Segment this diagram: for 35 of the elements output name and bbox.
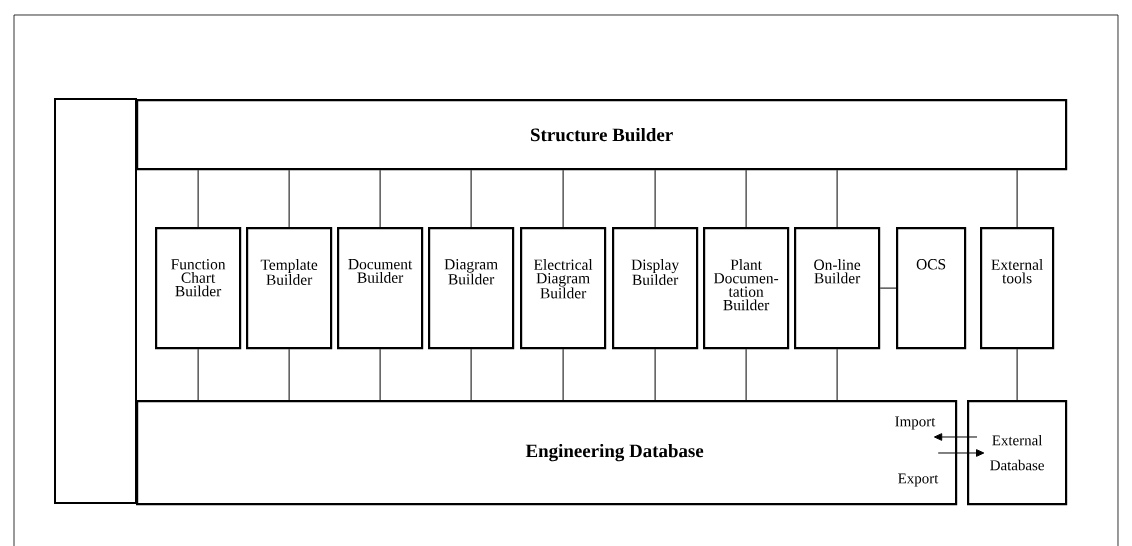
connector xyxy=(836,348,838,401)
connector xyxy=(745,169,747,228)
connector xyxy=(288,348,290,401)
tool-box: Display Builder xyxy=(612,227,699,350)
connector xyxy=(836,169,838,228)
tool-box: Template Builder xyxy=(246,227,333,350)
connector xyxy=(197,169,199,228)
connector xyxy=(470,169,472,228)
connector xyxy=(288,169,290,228)
connector xyxy=(1016,169,1018,228)
connector xyxy=(745,348,747,401)
connector xyxy=(937,449,985,457)
edge-label: Import xyxy=(893,415,937,431)
connector xyxy=(1016,348,1018,401)
connector xyxy=(933,433,978,441)
builder-box: Structure Builder xyxy=(136,99,1068,171)
tool-box: Diagram Builder xyxy=(428,227,515,350)
connector xyxy=(197,348,199,401)
connector xyxy=(562,169,564,228)
edge-label: Export xyxy=(896,472,940,488)
database-box: External Database xyxy=(967,400,1068,506)
connector xyxy=(879,287,897,289)
tool-box: Plant Documen- tation Builder xyxy=(703,227,790,350)
connector xyxy=(654,348,656,401)
tool-box: OCS xyxy=(896,227,967,350)
tool-box: Function Chart Builder xyxy=(155,227,242,350)
tool-box: Document Builder xyxy=(337,227,424,350)
connector xyxy=(379,169,381,228)
connector xyxy=(379,348,381,401)
connector xyxy=(654,169,656,228)
tool-box: External tools xyxy=(980,227,1055,350)
tool-box: Electrical Diagram Builder xyxy=(520,227,607,350)
connector xyxy=(470,348,472,401)
tool-box: On-line Builder xyxy=(794,227,881,350)
connector xyxy=(562,348,564,401)
